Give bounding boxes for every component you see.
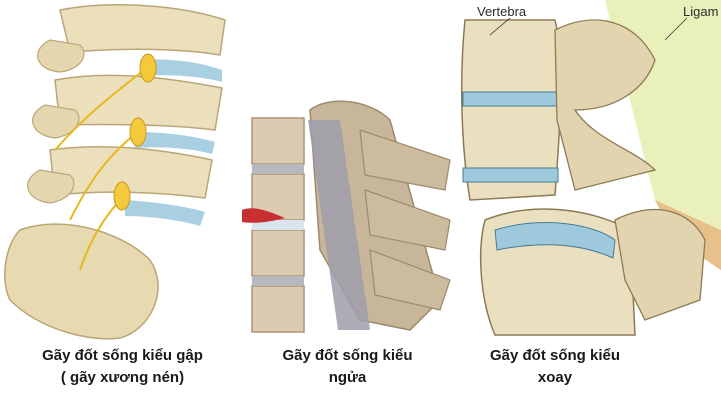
vertebra-leader-line — [489, 17, 511, 36]
upper-disc-2 — [462, 167, 559, 183]
disc-section-2 — [252, 220, 304, 230]
panel-flexion-fracture: Gãy đốt sống kiểu gập ( gãy xương nén) — [0, 0, 245, 407]
caption-rotation: Gãy đốt sống kiểu xoay — [455, 345, 655, 389]
flexion-spine-illustration — [4, 4, 226, 340]
extension-section-illustration — [242, 100, 451, 333]
caption-flexion: Gãy đốt sống kiểu gập ( gãy xương nén) — [0, 345, 245, 389]
label-ligament: Ligam — [683, 4, 719, 19]
nerve-ganglia — [113, 53, 157, 211]
posterior-process-3 — [27, 169, 75, 204]
posterior-process-2 — [32, 104, 80, 139]
panel-rotation-fracture: Vertebra Ligam Gãy đốt sống kiểu xoay — [455, 0, 721, 407]
disc-3 — [125, 200, 205, 226]
lower-facets — [614, 208, 706, 321]
panel-extension-fracture: Gãy đốt sống kiểu ngửa — [240, 0, 455, 407]
disc-section-1 — [252, 164, 304, 174]
vertebral-body-4 — [251, 285, 305, 333]
caption-rotation-line1: Gãy đốt sống kiểu — [489, 347, 621, 364]
spinal-cord — [308, 120, 370, 330]
disc-section-3 — [252, 276, 304, 286]
caption-extension-line2: ngửa — [328, 369, 367, 386]
vertebra-3 — [49, 146, 213, 199]
injury-site — [242, 208, 285, 223]
lower-disc — [494, 222, 616, 259]
ligament-leader-line — [664, 17, 688, 41]
vertebra-top — [59, 4, 226, 56]
caption-extension: Gãy đốt sống kiểu ngửa — [250, 345, 445, 389]
vertebra-2 — [54, 74, 223, 131]
caption-extension-line1: Gãy đốt sống kiểu — [282, 347, 413, 364]
label-vertebra: Vertebra — [477, 4, 527, 19]
posterior-process-1 — [37, 39, 85, 73]
rotation-spine-illustration — [460, 0, 721, 336]
upper-facets — [554, 19, 657, 191]
spinous-processes — [359, 129, 451, 311]
disc-2 — [135, 132, 215, 154]
sacrum — [4, 223, 159, 340]
vertebral-body-3 — [251, 229, 305, 277]
upper-disc — [462, 91, 559, 107]
vertebral-body-1 — [251, 117, 305, 165]
disc-1 — [140, 59, 222, 82]
caption-flexion-line2: ( gãy xương nén) — [60, 369, 185, 386]
caption-flexion-line1: Gãy đốt sống kiểu gập — [42, 347, 203, 364]
caption-rotation-line2: xoay — [537, 369, 573, 386]
